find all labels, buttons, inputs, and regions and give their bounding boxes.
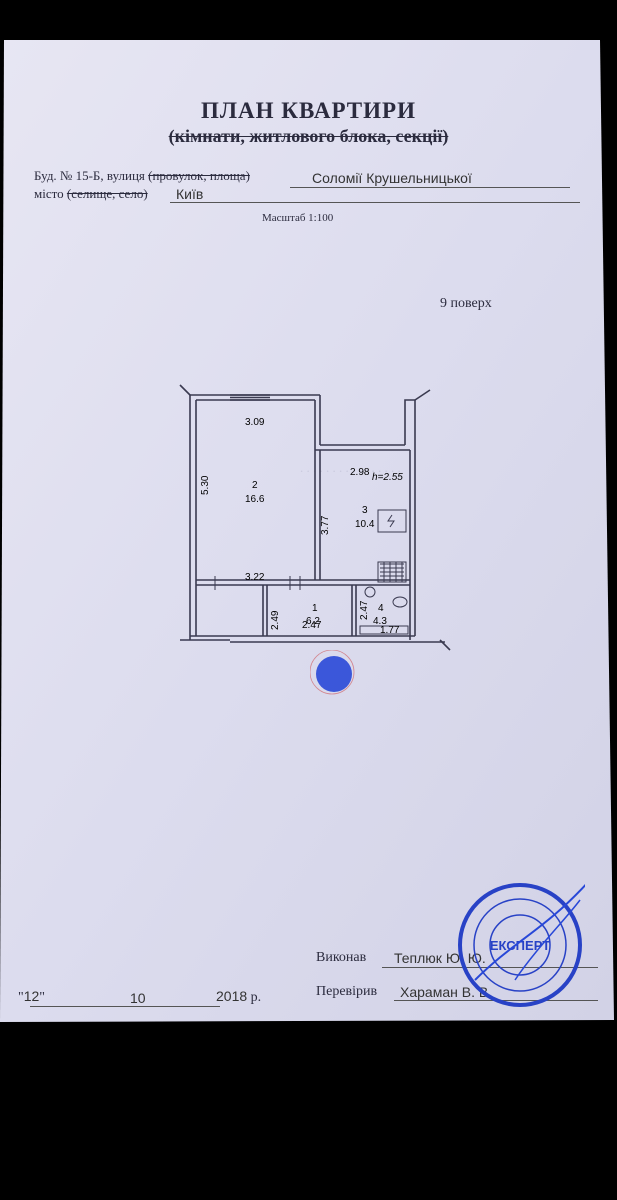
plan-walls <box>179 384 451 651</box>
executed-underline <box>382 967 598 968</box>
floor-label: 9 поверх <box>440 296 492 311</box>
street-underline <box>290 187 570 188</box>
checked-label: Перевірив <box>316 984 378 999</box>
dim-room3-top: 2.98 <box>350 467 370 478</box>
date-day: 12 <box>23 988 40 1004</box>
svg-text:ЕКСПЕРТ: ЕКСПЕРТ <box>490 938 550 953</box>
date-month: 10 <box>130 990 146 1006</box>
date-line: "12" <box>18 988 46 1005</box>
room-4-area: 4.3 <box>373 616 387 627</box>
pen-scribble <box>310 650 355 695</box>
dim-room1-bottom: 2.47 <box>302 620 322 631</box>
floor-plan: 3.09 5.30 3.22 2.98 h=2.55 3.77 2.49 2.4… <box>179 384 451 651</box>
street-value: Соломії Крушельницької <box>312 170 472 186</box>
dim-room3-height: h=2.55 <box>372 472 403 483</box>
dim-room2-bottom: 3.22 <box>245 572 265 583</box>
dim-room4-bath: 1.77 <box>380 625 400 636</box>
room-1-area: 6.2 <box>306 616 320 627</box>
door-marks <box>214 576 301 590</box>
room-1-number: 1 <box>312 603 318 614</box>
dim-room2-top: 3.09 <box>245 417 265 428</box>
kitchen-fixtures <box>377 509 407 583</box>
executed-label: Виконав <box>316 950 367 965</box>
bathroom-fixtures <box>359 586 409 635</box>
dim-room4-side: 2.47 <box>359 600 370 620</box>
checked-name: Хараман В. В. <box>400 984 493 1000</box>
paper-sheet <box>0 40 614 1022</box>
document-title: ПЛАН КВАРТИРИ <box>201 98 416 123</box>
room-3-number: 3 <box>362 505 368 516</box>
room-3-area: 10.4 <box>355 519 375 530</box>
dim-room3-side: 3.77 <box>320 515 331 535</box>
document-subtitle: (кімнати, житлового блока, секції) <box>168 126 449 146</box>
document-photo: ПЛАН КВАРТИРИ (кімнати, житлового блока,… <box>0 40 617 1025</box>
bleed-through-text: . . . . . . . . . . . . . . . . <box>300 460 401 475</box>
building-label: Буд. № 15-Б, вулиця (провулок, площа) <box>34 168 250 183</box>
date-underline <box>30 1006 220 1007</box>
official-stamp: ЕКСПЕРТ <box>458 883 585 1007</box>
scale-label: Масштаб 1:100 <box>262 212 334 224</box>
city-underline <box>170 202 580 203</box>
room-4-number: 4 <box>378 603 384 614</box>
date-year: 2018 р. <box>216 988 262 1005</box>
room-2-number: 2 <box>252 480 258 491</box>
dim-room1-side: 2.49 <box>270 610 281 630</box>
city-label: місто (селище, село) <box>34 186 148 201</box>
city-value: Київ <box>176 186 204 202</box>
dim-room2-side: 5.30 <box>200 475 211 495</box>
room-2-area: 16.6 <box>245 494 265 505</box>
